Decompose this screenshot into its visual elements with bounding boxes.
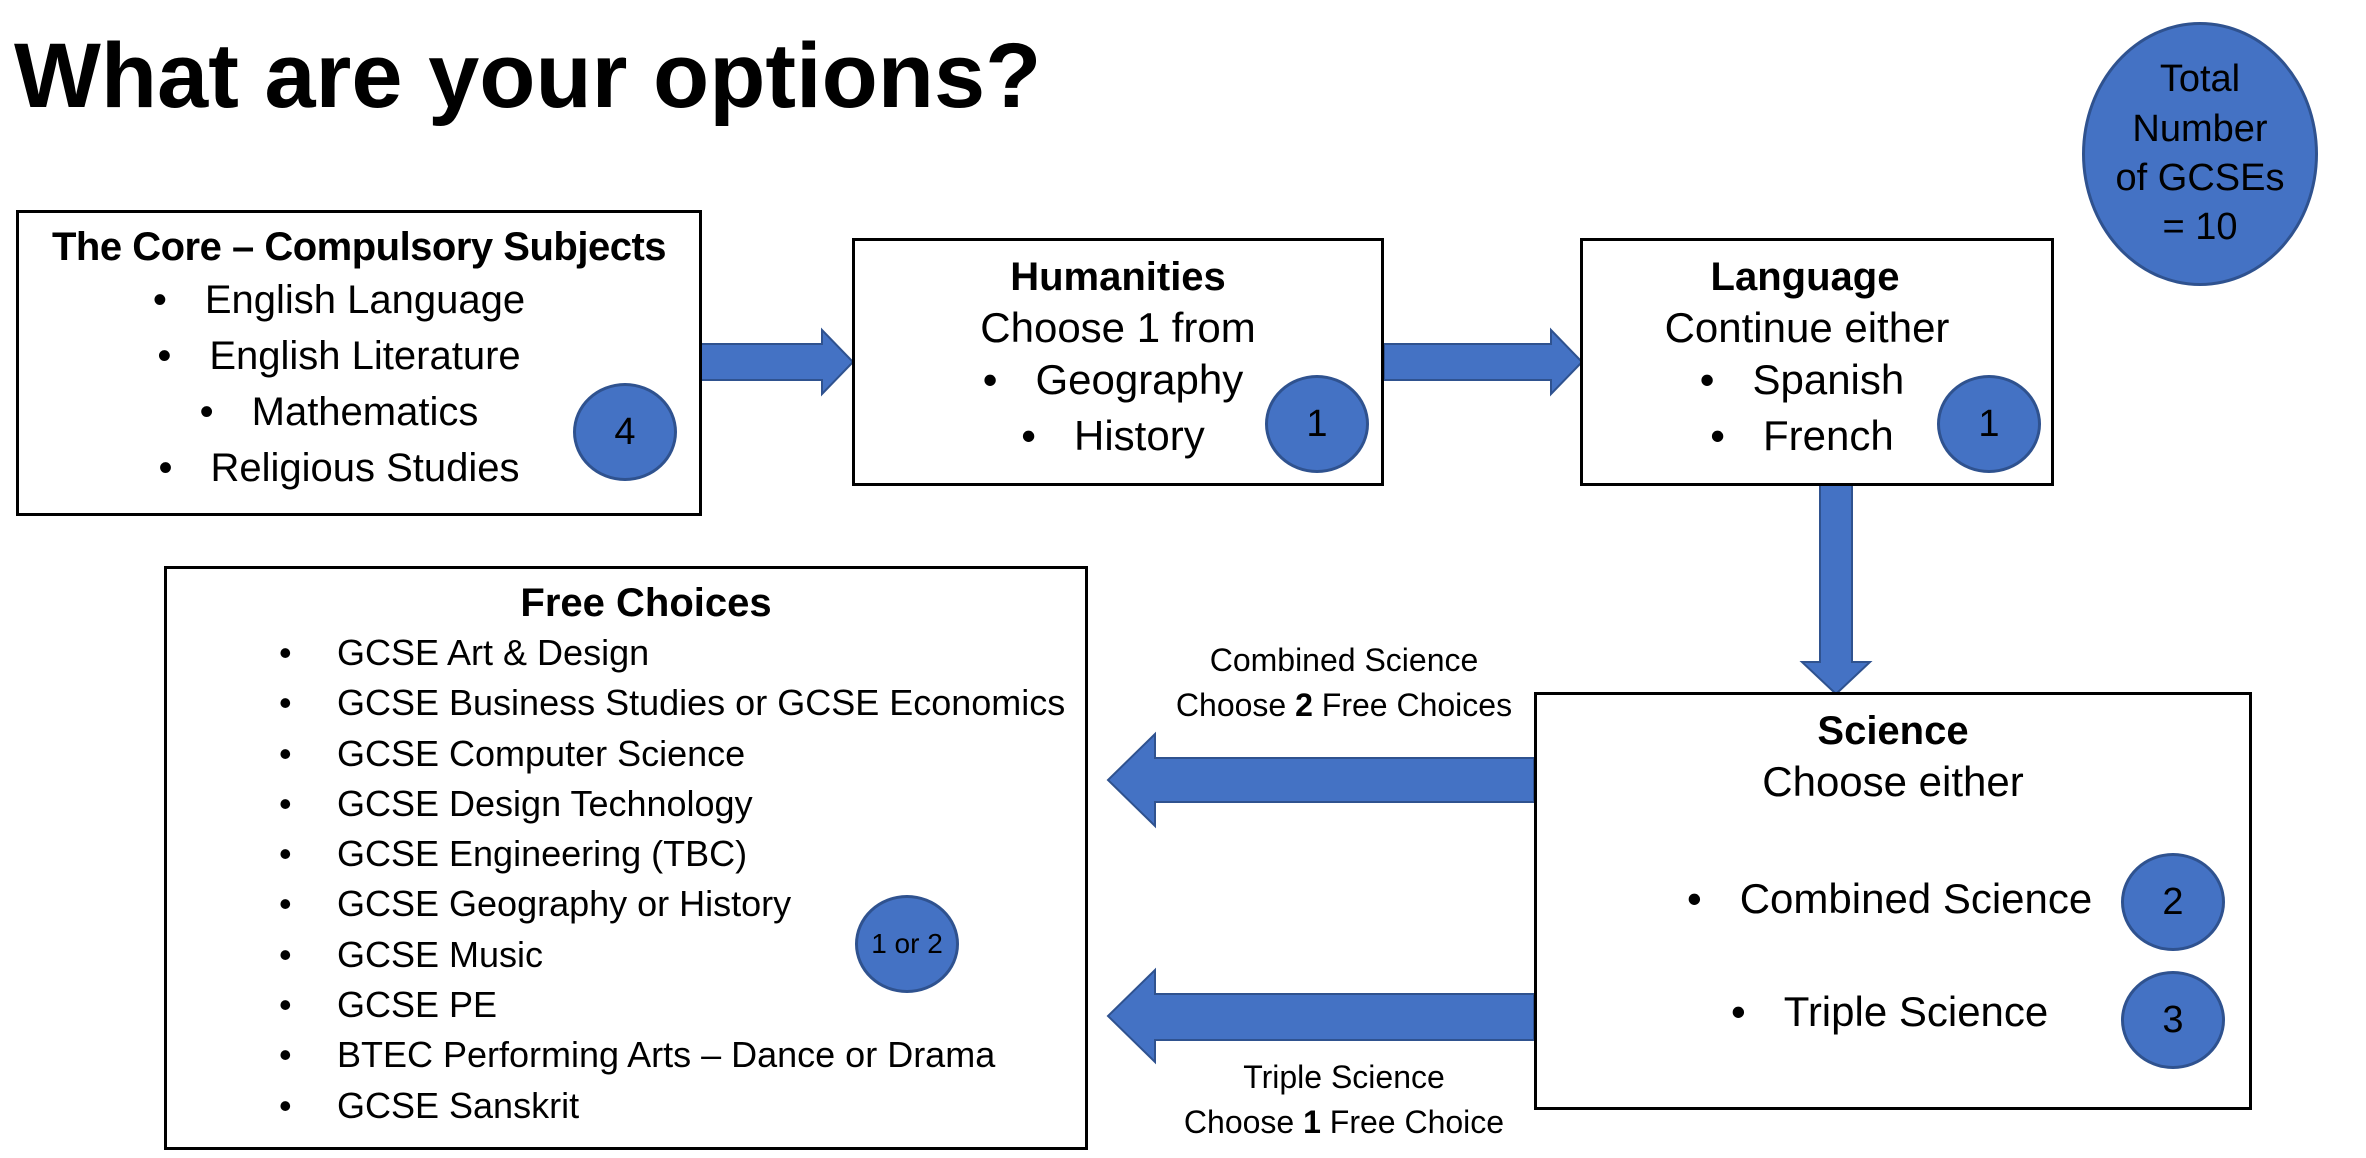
list-item: GCSE Engineering (TBC) [167, 829, 1085, 880]
list-item: Spanish [1553, 352, 2051, 408]
core-count-text: 4 [614, 410, 636, 453]
label-number: 2 [1295, 686, 1313, 723]
triple-arrow-label: Triple Science Choose 1 Free Choice [1172, 1055, 1516, 1145]
list-item: GCSE Art & Design [167, 628, 1085, 679]
triple-arrow-label-line1: Triple Science [1243, 1059, 1445, 1095]
arrow-combined-to-free [1106, 731, 1535, 829]
free-choices-box: Free Choices GCSE Art & Design GCSE Busi… [164, 566, 1088, 1150]
bullet: • [1687, 875, 1702, 922]
label-number: 1 [1303, 1103, 1321, 1140]
humanities-list: Geography History [845, 352, 1381, 464]
list-item: Geography [845, 352, 1381, 408]
combined-arrow-label-line2: Choose 2 Free Choices [1172, 683, 1516, 728]
humanities-box: Humanities Choose 1 from Geography Histo… [852, 238, 1384, 486]
science-option-triple: • Triple Science [1731, 988, 2048, 1036]
list-item: BTEC Performing Arts – Dance or Drama [167, 1030, 1085, 1081]
list-item: GCSE PE [167, 980, 1085, 1031]
list-item: GCSE Computer Science [167, 729, 1085, 780]
list-item: Religious Studies [0, 440, 699, 496]
core-count-badge: 4 [573, 383, 677, 481]
humanities-subtitle: Choose 1 from [980, 304, 1256, 351]
triple-arrow-label-line2: Choose 1 Free Choice [1172, 1100, 1516, 1145]
language-heading: Language [1710, 255, 1900, 299]
humanities-heading: Humanities [1010, 255, 1226, 299]
label-text: Free Choices [1312, 686, 1513, 723]
list-item: GCSE Music [167, 930, 1085, 981]
triple-science-count-text: 3 [2162, 998, 2184, 1041]
list-item: English Language [0, 272, 699, 328]
science-box: Science Choose either •Combined Science … [1534, 692, 2252, 1110]
free-choices-count-badge: 1 or 2 [855, 895, 959, 993]
humanities-count-text: 1 [1306, 402, 1328, 445]
combined-arrow-label-line1: Combined Science [1209, 642, 1479, 678]
label-text: Choose [1175, 686, 1296, 723]
list-item: History [845, 408, 1381, 464]
science-subtitle: Choose either [1762, 758, 2024, 805]
list-item: GCSE Sanskrit [167, 1081, 1085, 1132]
list-item: GCSE Design Technology [167, 779, 1085, 830]
core-box: The Core – Compulsory Subjects English L… [16, 210, 702, 516]
list-item: French [1553, 408, 2051, 464]
page-title: What are your options? [14, 25, 1042, 127]
label-text: Choose [1183, 1103, 1304, 1140]
bullet: • [1731, 988, 1746, 1035]
science-heading: Science [1817, 709, 1969, 753]
free-choices-count-text: 1 or 2 [871, 928, 943, 959]
science-option-triple-label: Triple Science [1783, 988, 2049, 1035]
list-item: GCSE Geography or History [167, 879, 1085, 930]
language-box: Language Continue either Spanish French … [1580, 238, 2054, 486]
combined-arrow-label: Combined Science Choose 2 Free Choices [1172, 638, 1516, 728]
list-item: English Literature [0, 328, 699, 384]
label-text: Free Choice [1320, 1103, 1505, 1140]
arrow-language-to-science [1799, 483, 1873, 696]
arrow-core-to-humanities [699, 327, 855, 397]
science-option-combined-label: Combined Science [1739, 875, 2093, 922]
free-choices-heading: Free Choices [520, 581, 772, 625]
combined-science-count-text: 2 [2162, 880, 2184, 923]
core-list: English Language English Literature Math… [0, 272, 699, 496]
free-choices-list: GCSE Art & Design GCSE Business Studies … [167, 628, 1085, 1131]
humanities-count-badge: 1 [1265, 375, 1369, 473]
combined-science-count-badge: 2 [2121, 853, 2225, 951]
language-count-text: 1 [1978, 402, 2000, 445]
triple-science-count-badge: 3 [2121, 971, 2225, 1069]
language-count-badge: 1 [1937, 375, 2041, 473]
science-option-combined: • Combined Science [1687, 875, 2092, 923]
total-gcses-text: Total Number of GCSEs = 10 [2115, 58, 2285, 249]
list-item: Mathematics [0, 384, 699, 440]
language-list: Spanish French [1553, 352, 2051, 464]
language-subtitle: Continue either [1664, 304, 1950, 351]
core-heading: The Core – Compulsory Subjects [51, 225, 667, 269]
list-item: GCSE Business Studies or GCSE Economics [167, 678, 1085, 729]
total-gcses-badge: Total Number of GCSEs = 10 [2082, 22, 2318, 286]
arrow-triple-to-free [1106, 967, 1535, 1065]
